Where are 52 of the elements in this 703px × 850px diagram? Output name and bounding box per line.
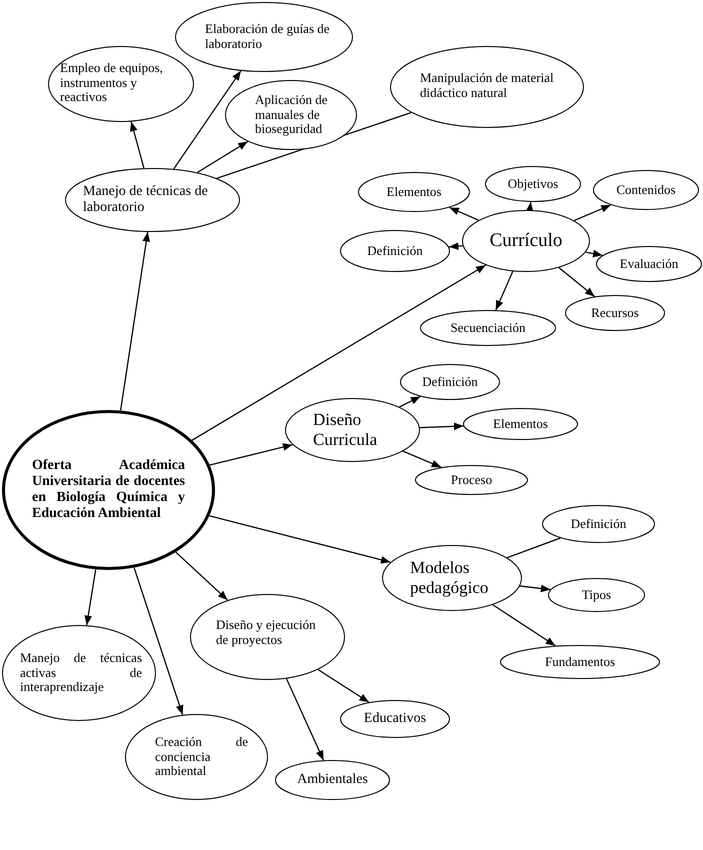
concept-label: Fundamentos	[544, 654, 616, 670]
concept-label: Empleo de equipos, instrumentos y reactivos	[60, 60, 164, 106]
arrow	[495, 271, 514, 310]
concept-label: Currículo	[488, 230, 564, 252]
concept-label: Definición	[421, 374, 479, 390]
arrow	[420, 422, 464, 430]
arrow	[492, 604, 556, 646]
arrow	[286, 678, 324, 760]
arrow	[120, 232, 150, 411]
concept-label: Proceso	[450, 472, 494, 488]
arrow	[449, 206, 479, 221]
arrow	[209, 515, 391, 564]
concept-label: Diseño Curricula	[313, 410, 378, 450]
concept-label: Tipos	[580, 588, 612, 602]
arrow	[526, 202, 534, 212]
arrow	[130, 121, 144, 168]
arrow	[84, 569, 96, 626]
concept-label: Elaboración de guías de laboratorio	[205, 22, 331, 52]
concept-label: Ambientales	[296, 772, 369, 788]
arrow	[173, 70, 242, 170]
concept-label: Diseño y ejecución de proyectos	[216, 618, 317, 648]
connector-line	[506, 537, 561, 558]
concept-label: Secuenciación	[449, 320, 527, 336]
arrow	[196, 140, 248, 174]
concept-label: Creación de conciencia ambiental	[155, 734, 248, 780]
arrow	[574, 204, 612, 222]
arrow	[399, 396, 421, 408]
concept-label: Definición	[366, 244, 424, 258]
arrow	[448, 242, 463, 250]
arrow	[318, 669, 370, 703]
concept-label: Educativos	[362, 710, 428, 728]
concept-label: Contenidos	[615, 182, 677, 198]
concept-label: Aplicación de manuales de bioseguridad	[255, 92, 329, 138]
concept-label: Recursos	[590, 306, 640, 320]
concept-label: Manejo de técnicas de laboratorio	[83, 184, 209, 216]
concept-label: Manejo de técnicas activas de interaprendizaje	[20, 650, 142, 696]
arrow	[175, 552, 228, 601]
arrow	[402, 450, 442, 468]
arrow	[520, 584, 551, 592]
arrow	[192, 264, 486, 441]
concept-label: Definición	[570, 516, 628, 532]
concept-label: Manipulación de material didáctico natural	[420, 71, 554, 101]
arrow	[558, 267, 596, 298]
arrow	[134, 568, 184, 715]
concept-label: Elementos	[386, 184, 442, 200]
concept-label: Modelos pedagógico	[410, 558, 490, 598]
concept-label: Evaluación	[618, 256, 680, 272]
arrow	[210, 443, 293, 466]
concept-label: Elementos	[492, 416, 549, 432]
concept-label: Oferta Académica Universitaria de docentes en Biología Química y Educación Ambiental	[32, 458, 185, 522]
concept-label: Objetivos	[506, 176, 560, 192]
arrow	[586, 250, 603, 258]
